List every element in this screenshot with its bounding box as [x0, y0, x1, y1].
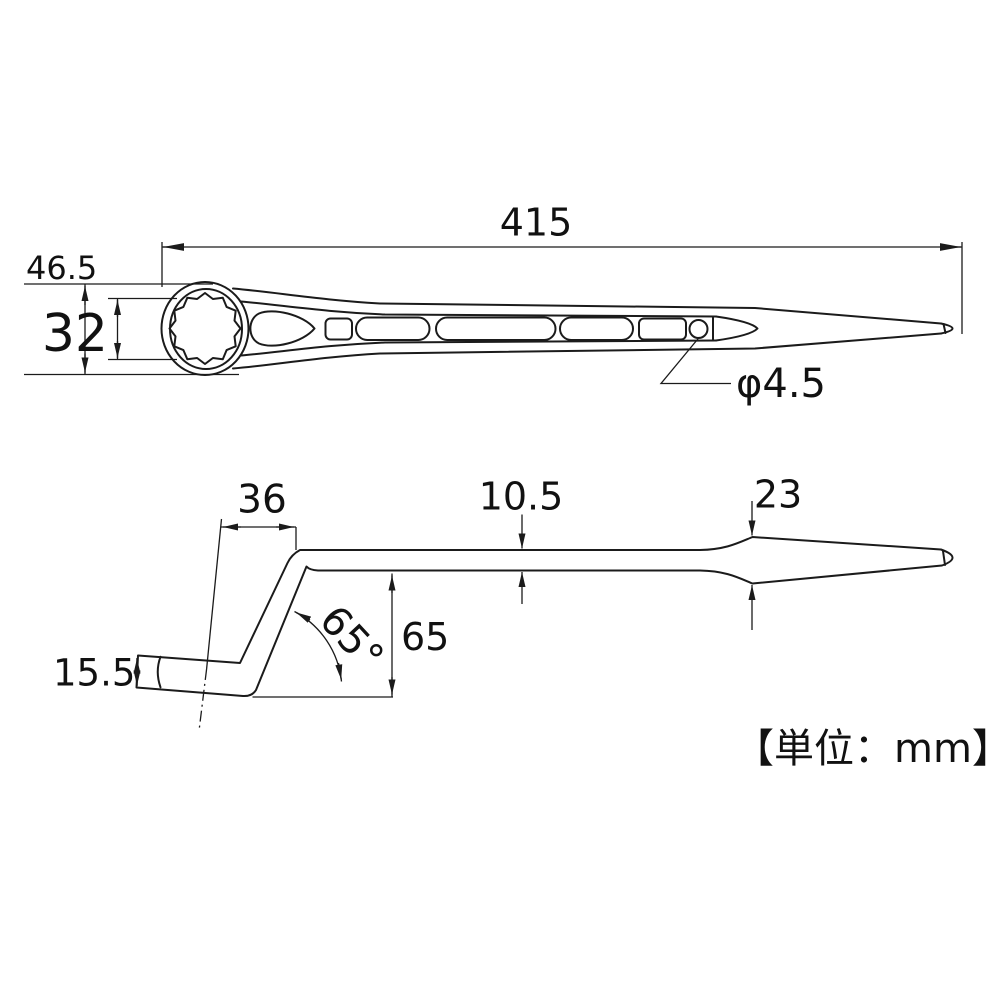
ring-outer-edge [160, 281, 250, 376]
dim-opening-size: 32 [42, 297, 177, 364]
head-center-line-solid [205, 518, 223, 670]
dim-bend-angle: 65° [294, 597, 392, 682]
ring-12-point-profile [168, 292, 242, 365]
dim-drop-height: 65 [388, 573, 449, 697]
slot-3 [435, 316, 557, 341]
slot-5 [638, 317, 687, 341]
top-view: 415 46.5 32 φ4.5 [24, 201, 963, 407]
channel-top-line [240, 300, 717, 318]
dim-label-15-5: 15.5 [53, 652, 135, 695]
unit-note: 【単位：mm】 [734, 726, 1001, 772]
dim-label-415: 415 [500, 201, 573, 245]
slot-1 [324, 317, 353, 341]
teardrop-opening [249, 310, 316, 347]
dim-overall-length: 415 [161, 201, 963, 334]
dim-label-36: 36 [237, 478, 287, 523]
side-tip-cap-line [942, 550, 946, 566]
dim-hole-diameter: φ4.5 [659, 336, 826, 407]
ring-inner-edge [169, 288, 243, 370]
dim-head-width: 46.5 [24, 249, 239, 376]
tip-cap-line [942, 323, 947, 334]
hanging-hole [688, 319, 709, 339]
head-center-line-dashdot [198, 668, 208, 732]
channel-pointed-end [715, 315, 759, 342]
channel-bottom-line [240, 339, 717, 357]
dim-label-65: 65 [401, 615, 449, 659]
slot-2 [355, 316, 431, 341]
dim-label-32: 32 [42, 304, 108, 364]
dim-label-10-5: 10.5 [479, 475, 564, 519]
dim-label-23: 23 [754, 473, 802, 517]
handle-top-outline [232, 287, 942, 325]
dim-label-65deg: 65° [310, 597, 392, 680]
dim-label-phi-4-5: φ4.5 [736, 361, 826, 407]
dim-blade-width: 23 [748, 473, 802, 630]
side-view: 36 10.5 23 65 65° [53, 473, 954, 732]
dim-label-46-5: 46.5 [26, 249, 97, 287]
dim-head-offset: 36 [221, 478, 297, 550]
dim-shank-thickness: 10.5 [479, 475, 564, 604]
dim-head-thickness: 15.5 [53, 652, 141, 695]
ring-end-arc [156, 655, 162, 689]
slot-4 [559, 316, 634, 341]
handle-bottom-outline [232, 332, 942, 370]
side-outline [135, 536, 954, 698]
